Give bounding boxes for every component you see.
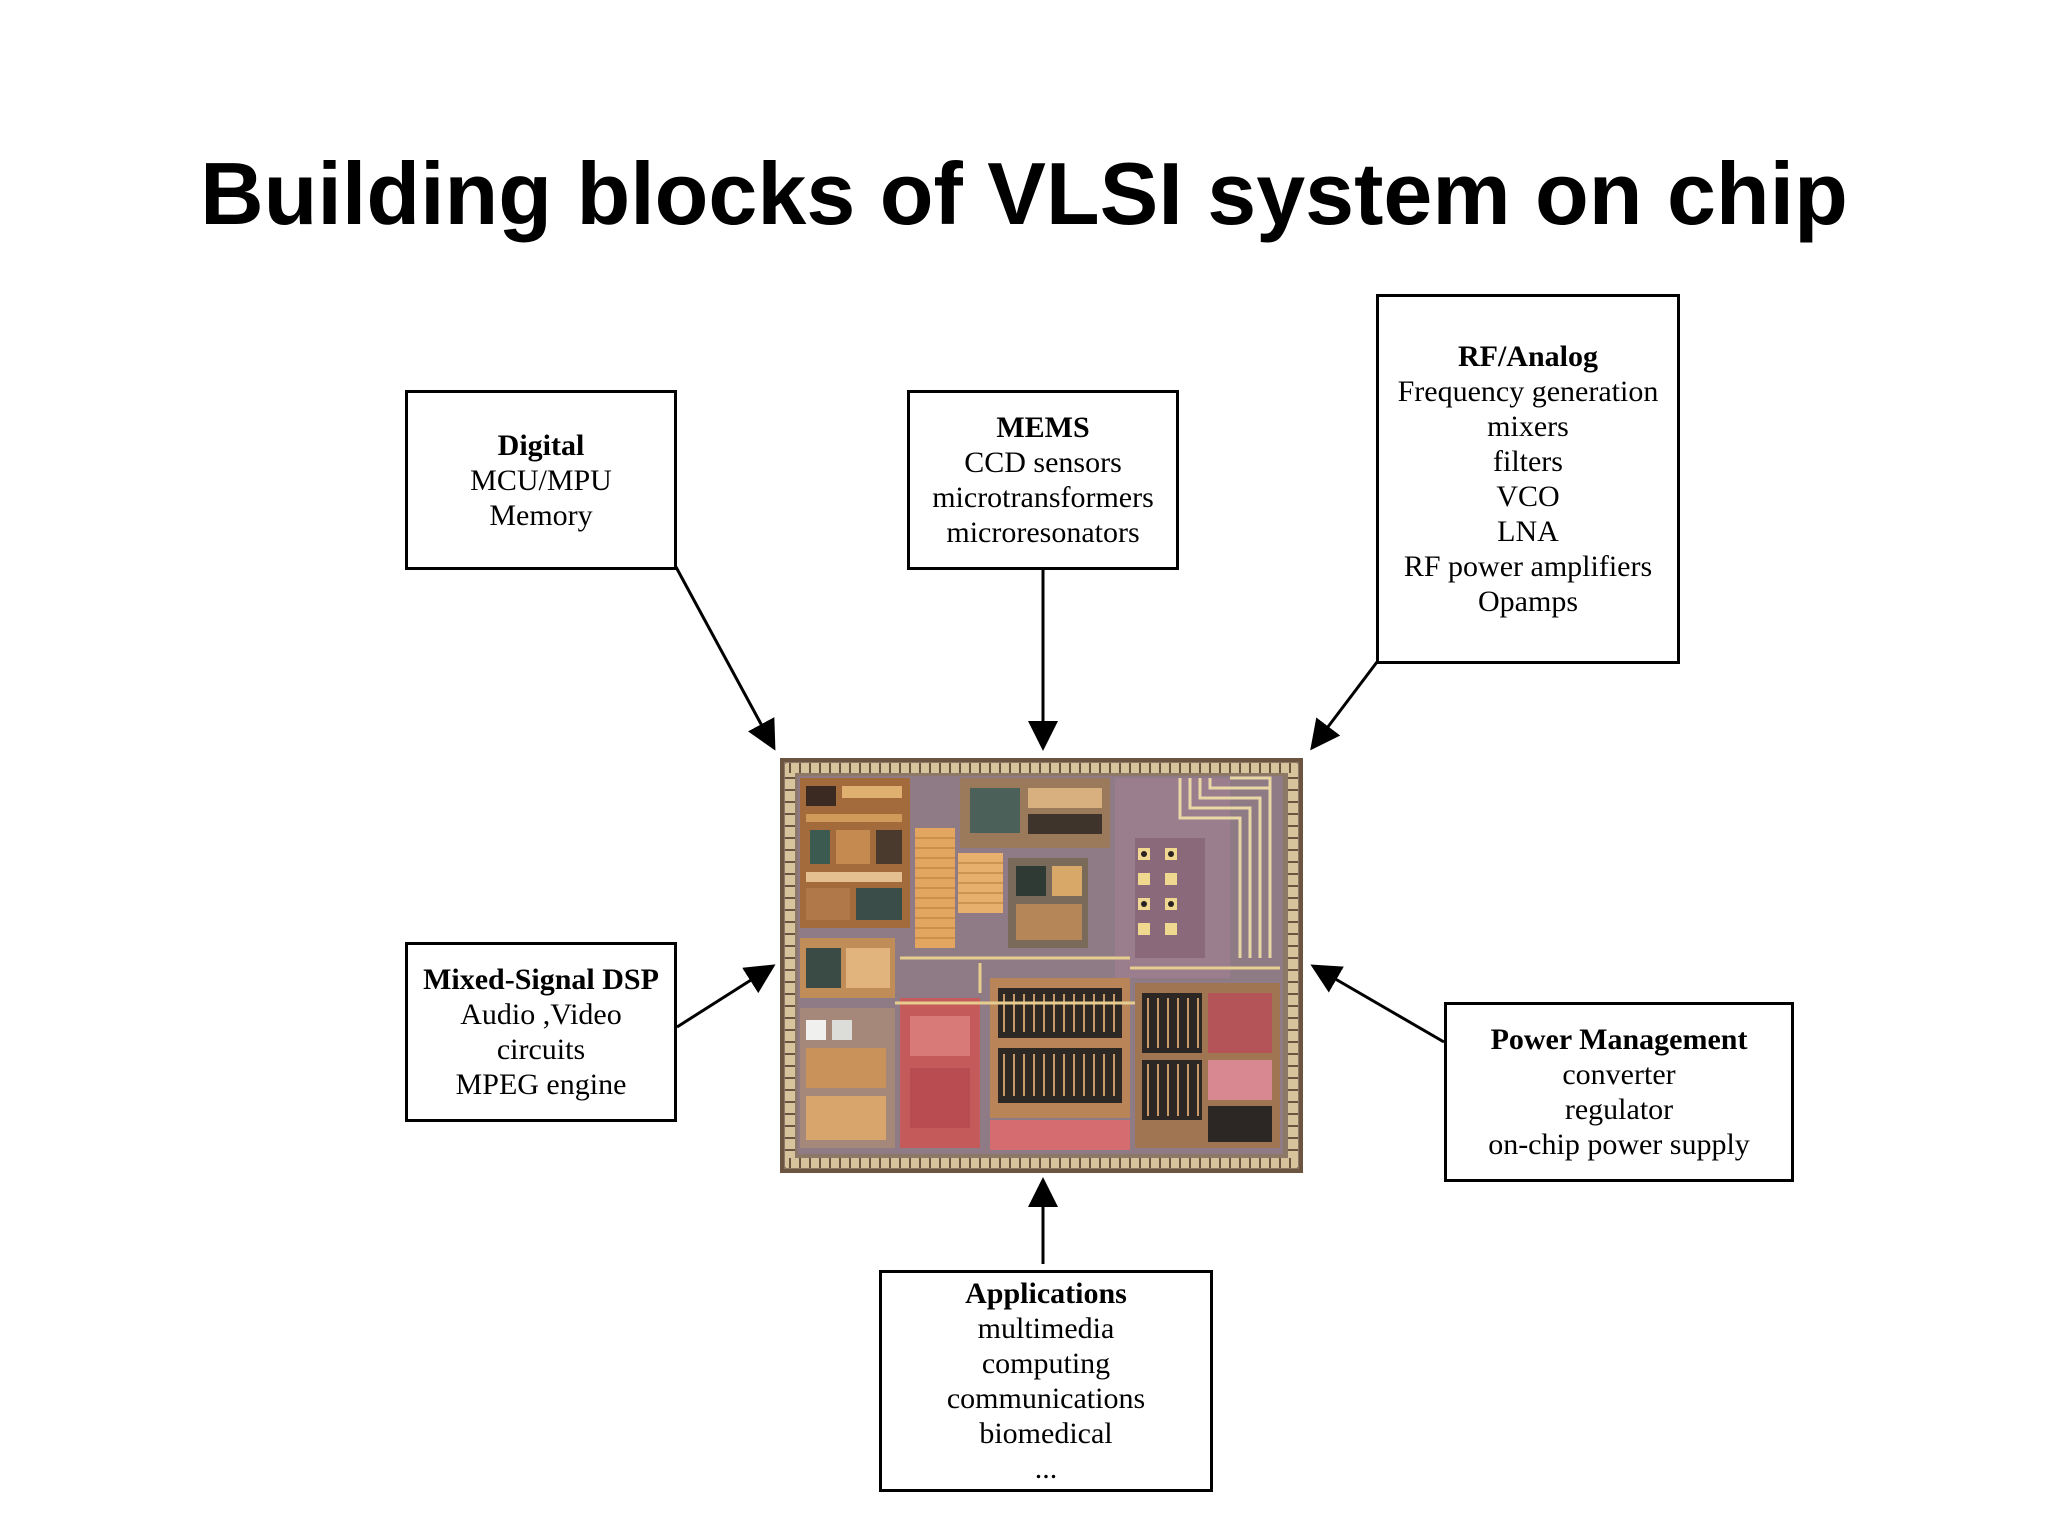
applications-block: Applications multimedia computing commun… (879, 1270, 1213, 1492)
power-management-block: Power Management converter regulator on-… (1444, 1002, 1794, 1182)
applications-heading: Applications (965, 1277, 1127, 1310)
rf-analog-line: VCO (1496, 480, 1560, 513)
arrow-mixed-signal-to-chip (676, 964, 776, 1029)
applications-line: ... (1034, 1452, 1058, 1485)
mixed-signal-dsp-block: Mixed-Signal DSP Audio ,Video circuits M… (405, 942, 677, 1122)
rf-analog-line: RF power amplifiers (1403, 550, 1653, 583)
pad-ring (785, 763, 1298, 1168)
applications-line: communications (946, 1382, 1146, 1415)
digital-heading: Digital (497, 428, 585, 462)
rf-analog-block: RF/Analog Frequency generation mixers fi… (1376, 294, 1680, 664)
rf-analog-line: Frequency generation (1397, 375, 1659, 408)
arrow-power-to-chip (1310, 964, 1445, 1044)
arrow-rf-to-chip (1310, 661, 1379, 751)
mems-line: microresonators (946, 516, 1140, 549)
arrow-digital-to-chip (674, 566, 776, 751)
mems-block: MEMS CCD sensors microtransformers micro… (907, 390, 1179, 570)
applications-line: multimedia (977, 1312, 1115, 1345)
mixed-signal-line: MPEG engine (455, 1068, 627, 1101)
rf-analog-line: LNA (1497, 515, 1559, 548)
power-line: regulator (1564, 1093, 1674, 1126)
rf-analog-line: Opamps (1478, 585, 1578, 618)
chip-die-image (780, 758, 1303, 1173)
applications-line: computing (981, 1347, 1111, 1380)
mems-line: CCD sensors (964, 446, 1122, 479)
rf-analog-line: filters (1493, 445, 1563, 478)
mems-heading: MEMS (996, 411, 1090, 444)
power-line: converter (1562, 1058, 1676, 1091)
page-title: Building blocks of VLSI system on chip (200, 144, 1848, 243)
mixed-signal-line: circuits (496, 1033, 586, 1066)
applications-line: biomedical (979, 1417, 1113, 1450)
digital-line: Memory (489, 498, 593, 532)
power-heading: Power Management (1490, 1023, 1748, 1056)
mems-line: microtransformers (932, 481, 1154, 514)
power-line: on-chip power supply (1488, 1128, 1750, 1161)
mixed-signal-heading: Mixed-Signal DSP (423, 963, 659, 996)
digital-block: Digital MCU/MPU Memory (405, 390, 677, 570)
digital-line: MCU/MPU (470, 463, 612, 497)
mixed-signal-line: Audio ,Video (460, 998, 622, 1031)
rf-analog-line: mixers (1487, 410, 1569, 443)
rf-analog-heading: RF/Analog (1457, 340, 1598, 373)
